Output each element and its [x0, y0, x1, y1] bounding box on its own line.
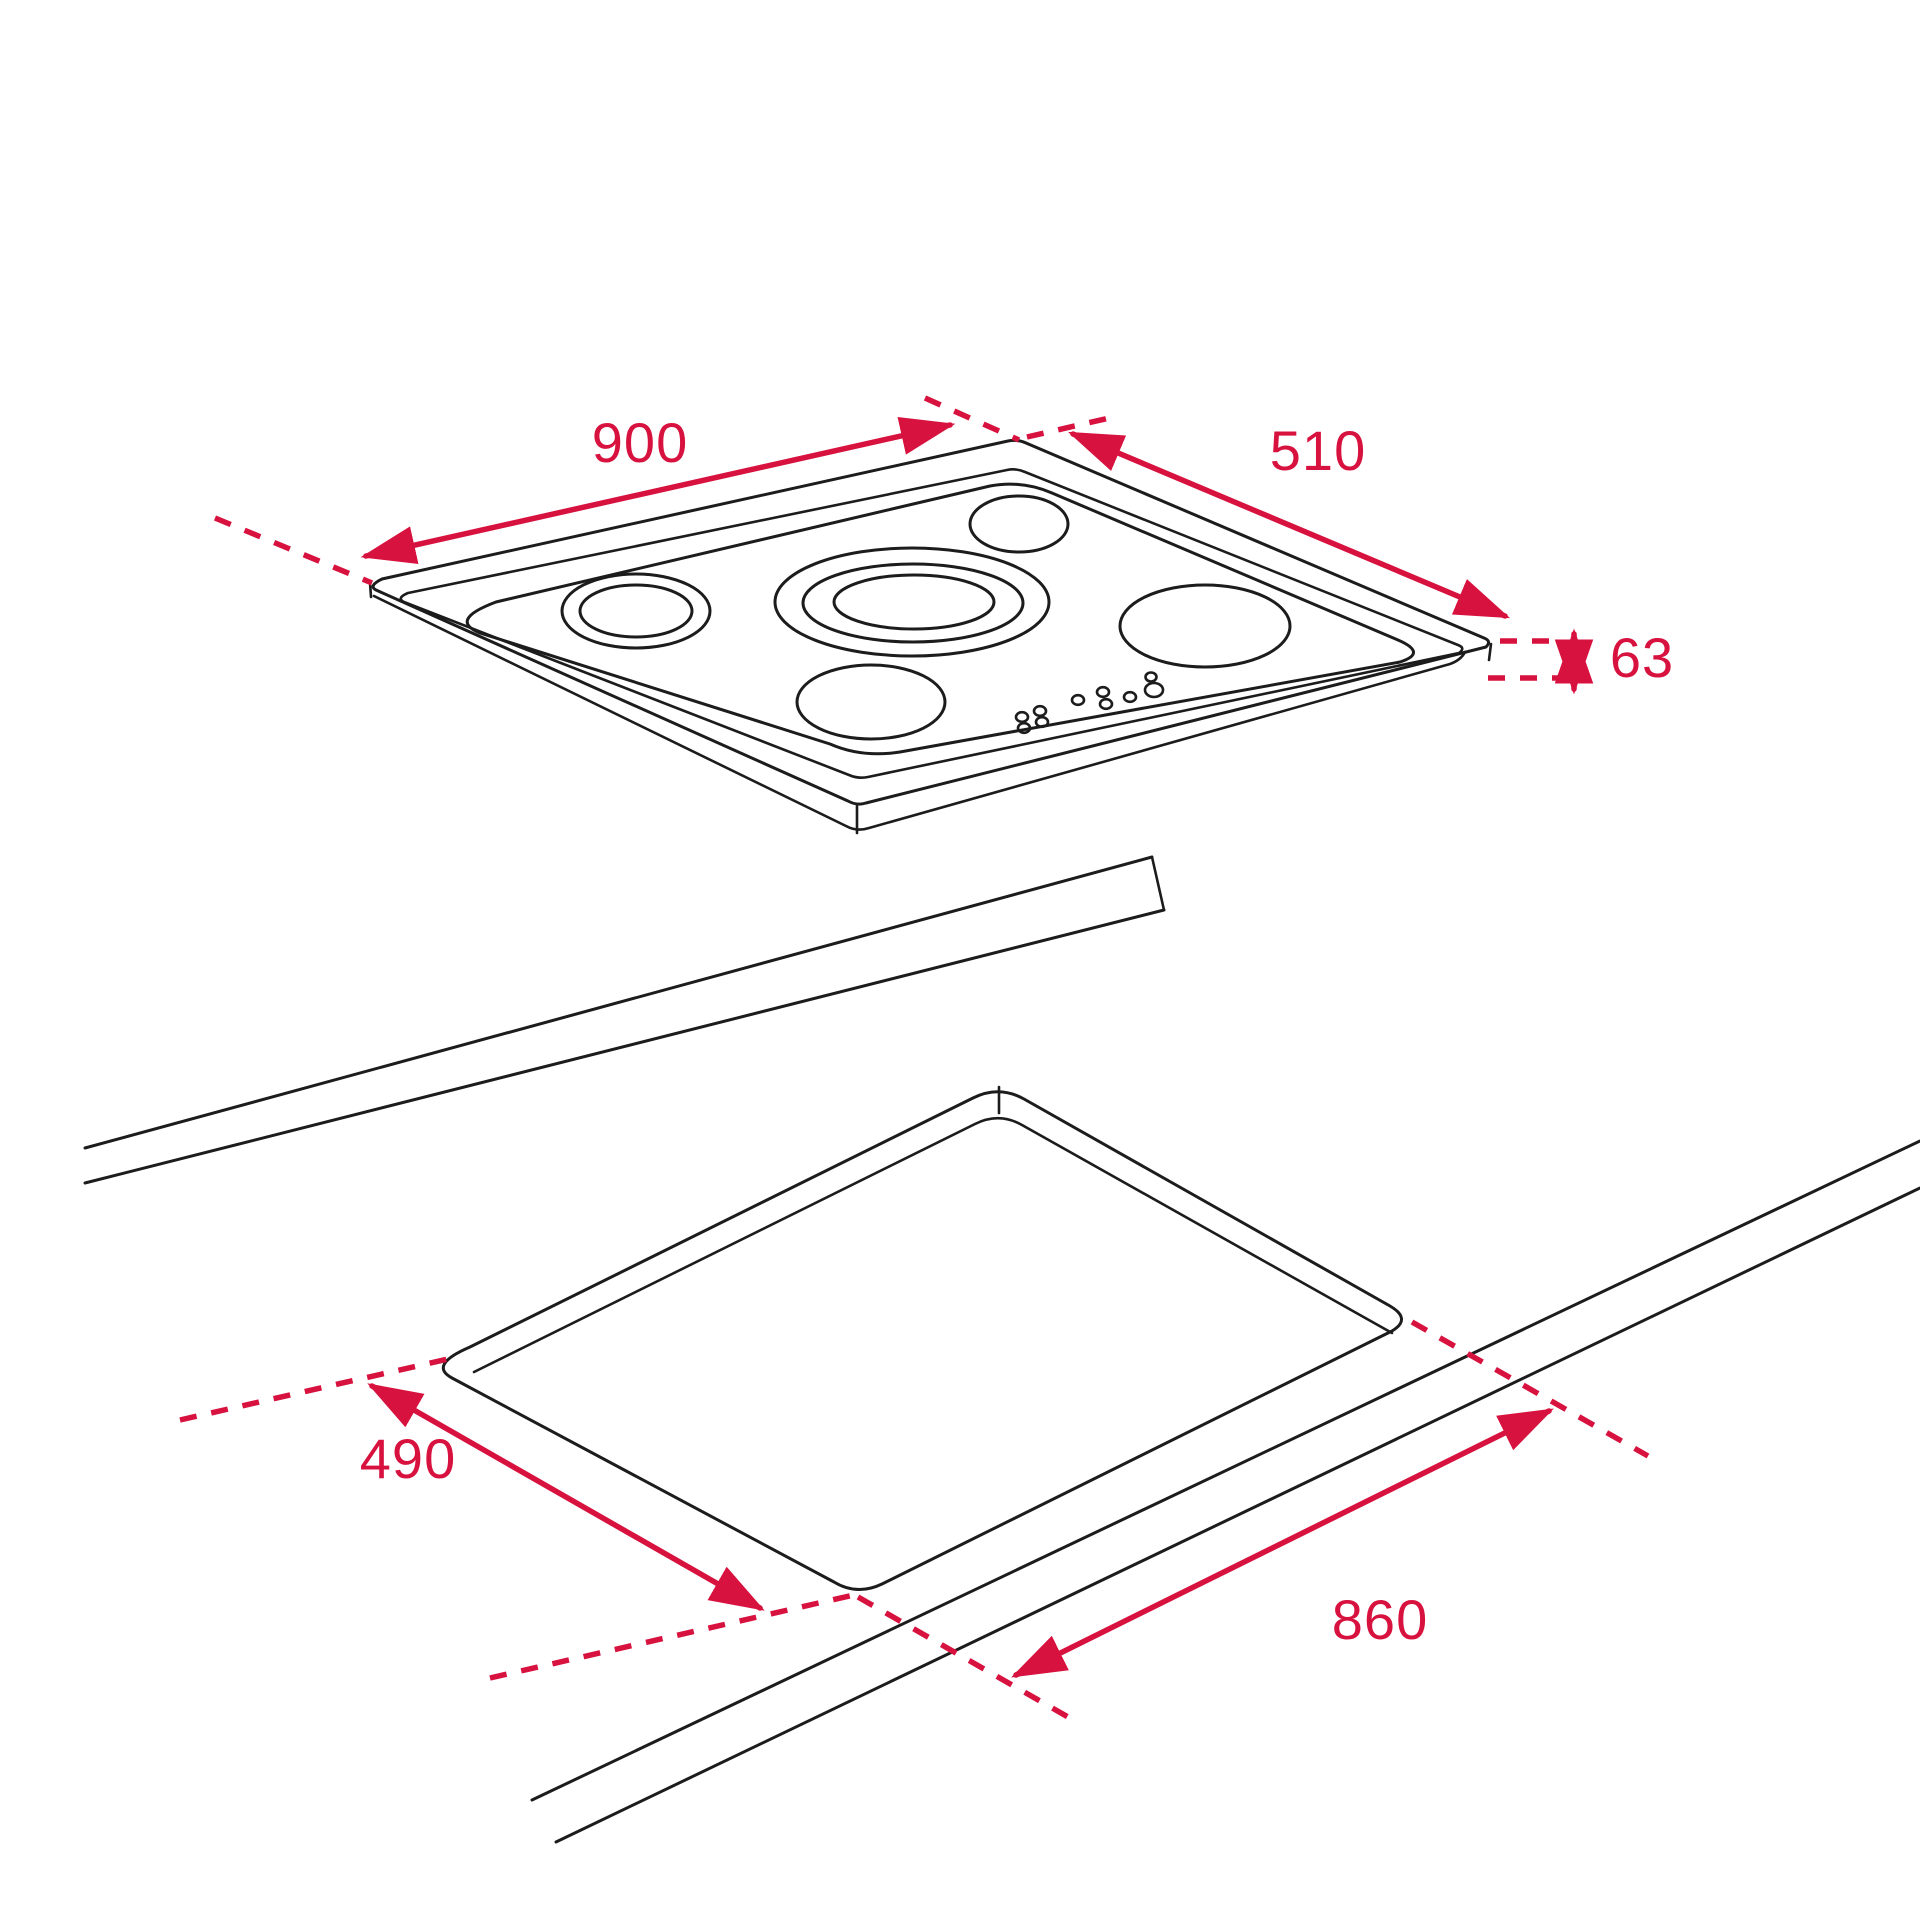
extension-line	[1410, 1319, 1650, 1459]
burner-left-double	[560, 572, 712, 650]
hob-glass-bevel	[399, 468, 1464, 779]
cutout-inner-wall	[472, 1116, 1394, 1374]
dimension-label-860: 860	[1332, 1588, 1428, 1651]
dimension-490: 490	[179, 1356, 859, 1681]
extension-line	[856, 1594, 1077, 1724]
burner-center-triple	[773, 546, 1051, 658]
cutout-opening-outline	[441, 1090, 1403, 1591]
hob-glass-outline	[371, 438, 1491, 806]
hob-cooking-area-frame	[465, 482, 1415, 756]
dimension-arrow-490	[367, 1383, 765, 1611]
hob-body-tray	[372, 594, 1467, 831]
dimension-63: 63	[1488, 626, 1674, 695]
worktop-cutout-view: 490 860	[83, 855, 1920, 1844]
touch-controls	[1014, 671, 1165, 735]
dimension-510: 510	[1026, 413, 1511, 619]
worktop-back-edge	[83, 855, 1166, 1185]
dimension-arrow-860	[1011, 1408, 1554, 1678]
hob-corner-edge-right	[1487, 642, 1493, 662]
dimension-860: 860	[856, 1319, 1650, 1724]
extension-line	[923, 395, 1021, 443]
dimension-label-510: 510	[1270, 419, 1366, 482]
dimension-label-63: 63	[1610, 626, 1674, 689]
extension-line	[489, 1591, 859, 1681]
dimension-900: 900	[213, 395, 1021, 586]
extension-line	[1026, 413, 1119, 440]
hob-top-view: 900 510 63	[213, 395, 1674, 835]
extension-line	[213, 515, 374, 586]
dimension-arrow-510	[1067, 431, 1511, 619]
dimension-label-490: 490	[360, 1427, 456, 1490]
dimension-arrow-900	[360, 417, 956, 564]
burner-top-small	[968, 494, 1070, 554]
burner-right-single	[1118, 583, 1292, 669]
burner-bottom-single	[795, 663, 947, 741]
extension-line	[179, 1356, 449, 1423]
worktop-front-edge	[530, 1139, 1920, 1844]
dimension-label-900: 900	[592, 411, 688, 474]
